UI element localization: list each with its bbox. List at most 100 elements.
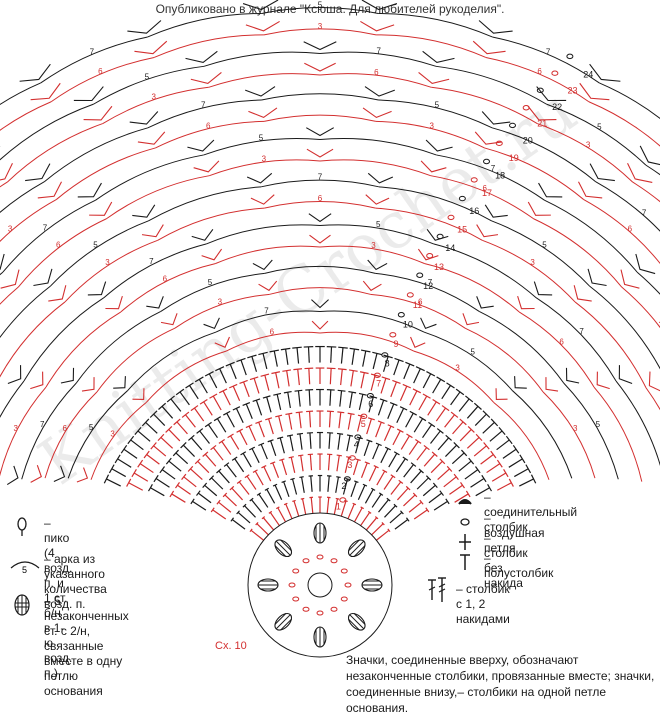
shell-v	[191, 228, 214, 241]
stitch-top	[231, 456, 238, 461]
stitch-mark	[279, 437, 285, 454]
stitch-mark	[248, 425, 257, 441]
chain-arch	[205, 224, 321, 245]
stitch-mark	[245, 403, 253, 419]
stitch-top	[490, 450, 497, 459]
chain-arch	[595, 181, 660, 232]
stitch-mark	[160, 436, 174, 449]
chain-arch	[215, 245, 321, 265]
chain-arch	[0, 181, 45, 213]
stitch-top	[336, 432, 344, 435]
stitch-top	[436, 376, 446, 383]
stitch-top	[223, 462, 230, 467]
stitch-mark	[351, 348, 356, 365]
stitch-mark	[482, 421, 495, 434]
stitch-top	[387, 424, 395, 429]
shell-v	[422, 50, 455, 64]
stitch-top	[283, 502, 288, 506]
legend-half-double-text: – полустолбик	[484, 551, 554, 580]
legend-picot-text: – пико (4 возд. п. и 1 ст. б/н в 1-ю воз…	[44, 516, 73, 680]
chain-arch	[67, 390, 128, 479]
stitch-top	[348, 369, 358, 372]
chain-arch	[0, 101, 52, 131]
stitch-top	[422, 393, 431, 399]
cluster-mark	[274, 539, 293, 558]
stitch-mark	[146, 454, 160, 465]
stitch-mark	[328, 432, 331, 449]
chain-arch	[563, 382, 619, 480]
shell-v	[146, 296, 164, 309]
stitch-mark	[368, 396, 374, 413]
shell-v	[481, 111, 511, 125]
stitch-top	[196, 490, 201, 496]
stitch-mark	[260, 444, 268, 460]
chain-loop	[566, 53, 574, 60]
chain-loop	[373, 372, 381, 378]
stitch-mark	[255, 399, 263, 416]
stitch-mark	[327, 475, 330, 492]
stitch-top	[412, 492, 418, 498]
stitch-top	[252, 398, 261, 403]
chain-loop	[330, 558, 338, 564]
stitch-top	[455, 388, 465, 396]
stitch-mark	[288, 413, 293, 430]
stitch-top	[165, 426, 173, 433]
stitch-mark	[197, 492, 212, 504]
stitch-mark	[470, 478, 485, 488]
shell-v	[190, 71, 222, 84]
stitch-top	[379, 398, 388, 403]
stitch-mark	[389, 511, 403, 524]
stitch-mark	[360, 372, 365, 389]
shell-v	[620, 269, 640, 289]
stitch-top	[159, 466, 166, 474]
chain-arch	[484, 147, 585, 200]
chain-arch	[263, 114, 377, 122]
chain-loop	[340, 596, 348, 602]
legend-chain: – воздушная петля	[450, 511, 544, 556]
chain-loop	[509, 122, 517, 129]
row-number: 4	[354, 440, 359, 450]
stitch-mark	[231, 487, 244, 501]
shell-v	[6, 465, 19, 486]
stitch-mark	[251, 356, 258, 372]
stitch-mark	[451, 452, 465, 465]
shell-v	[83, 105, 113, 121]
shell-v	[478, 20, 513, 34]
stitch-top	[512, 445, 520, 454]
chain-loop	[339, 497, 347, 503]
stitch-top	[337, 389, 346, 392]
stitch-mark	[230, 435, 240, 450]
stitch-top	[242, 401, 251, 407]
stitch-top	[147, 484, 153, 492]
stitch-top	[355, 458, 361, 462]
stitch-mark	[340, 369, 343, 386]
note-text: Значки, соединенные вверху, обозначают н…	[346, 653, 655, 715]
stitch-mark	[430, 460, 443, 474]
stitch-top	[290, 477, 295, 481]
stitch-mark	[353, 507, 363, 523]
shell-v	[37, 181, 63, 199]
stitch-mark	[464, 469, 479, 480]
row-number: 23	[567, 85, 577, 95]
stitch-top	[288, 456, 294, 459]
chain-arch	[155, 120, 265, 149]
stitch-top	[261, 465, 267, 469]
fan-row	[210, 453, 430, 520]
chain-arch	[464, 327, 544, 393]
stitch-mark	[376, 529, 390, 541]
stitch-top	[258, 351, 268, 356]
shell-v	[589, 163, 615, 182]
stitch-top	[137, 459, 144, 468]
stitch-mark	[308, 368, 311, 385]
stitch-mark	[393, 359, 400, 376]
shell-v	[141, 224, 164, 238]
stitch-mark	[372, 353, 378, 370]
chain-arch	[589, 285, 660, 370]
stitch-top	[405, 517, 410, 522]
stitch-mark	[168, 460, 182, 472]
stitch-top	[194, 376, 204, 383]
stitch-mark	[283, 481, 290, 497]
stitch-mark	[358, 394, 364, 410]
stitch-mark	[410, 470, 422, 484]
